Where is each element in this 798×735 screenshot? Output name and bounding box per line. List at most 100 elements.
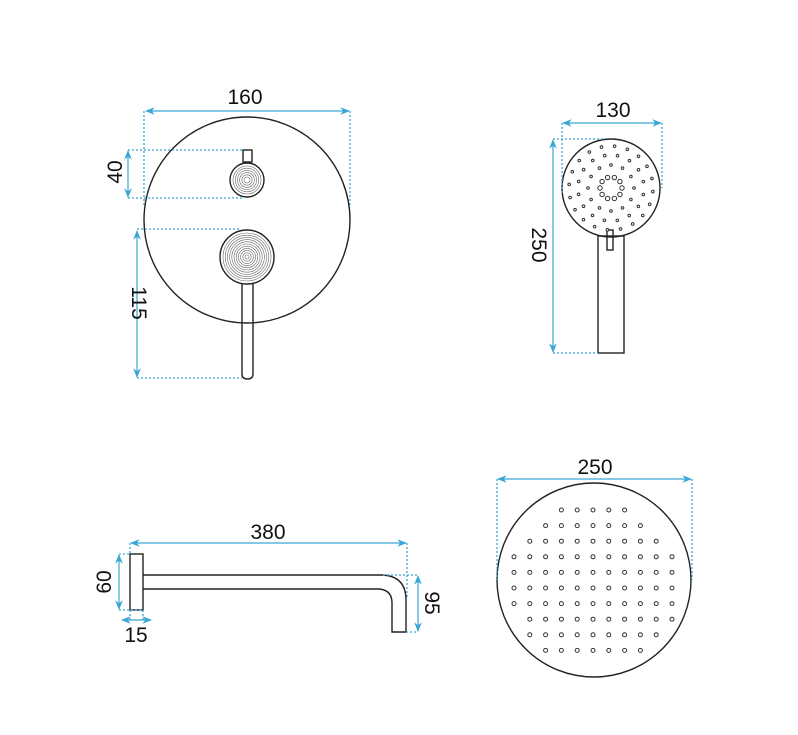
nozzle xyxy=(558,632,564,638)
knob-ring xyxy=(243,176,251,184)
knob-rim xyxy=(219,229,275,285)
diverter-knob xyxy=(229,162,265,198)
nozzle xyxy=(558,507,564,513)
knob-ring xyxy=(224,234,270,280)
mixer-plate xyxy=(143,116,351,324)
nozzle xyxy=(669,569,675,575)
nozzle xyxy=(645,164,649,169)
nozzle xyxy=(558,601,564,607)
nozzle xyxy=(618,227,623,231)
nozzle xyxy=(567,182,571,187)
nozzle xyxy=(599,178,605,185)
nozzle xyxy=(558,585,564,591)
nozzle xyxy=(574,554,580,560)
nozzle xyxy=(606,538,612,544)
nozzle xyxy=(615,218,620,223)
nozzle xyxy=(627,158,632,163)
nozzle xyxy=(622,585,628,591)
nozzle xyxy=(597,206,602,210)
nozzle xyxy=(543,554,549,560)
nozzle xyxy=(597,166,602,170)
dim-label-380: 380 xyxy=(250,521,285,544)
nozzle xyxy=(653,538,659,544)
nozzle xyxy=(527,616,533,622)
nozzle xyxy=(527,632,533,638)
nozzle xyxy=(669,554,675,560)
shower-arm xyxy=(143,574,407,633)
dim-label-115: 115 xyxy=(127,286,150,319)
nozzle xyxy=(622,616,628,622)
nozzle xyxy=(511,569,517,575)
nozzle xyxy=(543,647,549,653)
nozzle xyxy=(527,554,533,560)
nozzle xyxy=(558,523,564,529)
nozzle xyxy=(605,228,610,232)
hand-shower-handle xyxy=(597,235,625,354)
nozzle xyxy=(637,601,643,607)
nozzle xyxy=(637,538,643,544)
nozzle xyxy=(590,632,596,638)
nozzle xyxy=(606,554,612,560)
nozzle xyxy=(609,163,613,167)
nozzle xyxy=(581,204,586,209)
knob-ring xyxy=(244,254,250,260)
nozzle xyxy=(617,178,623,185)
nozzle xyxy=(574,507,580,513)
knob-ring xyxy=(239,172,255,188)
nozzle xyxy=(558,538,564,544)
nozzle xyxy=(641,179,646,184)
nozzle xyxy=(609,209,613,213)
dim-label-250-hand: 250 xyxy=(527,227,550,262)
nozzle xyxy=(617,191,623,198)
mixer-knob xyxy=(219,229,275,285)
dim-label-40: 40 xyxy=(104,160,127,183)
hand-shower-button xyxy=(606,229,614,251)
nozzle xyxy=(622,554,628,560)
nozzle xyxy=(604,174,611,181)
hand-shower-drawing: 130 250 xyxy=(527,99,663,354)
nozzle xyxy=(641,192,646,197)
nozzle xyxy=(636,167,641,172)
nozzle xyxy=(606,616,612,622)
nozzle xyxy=(622,632,628,638)
knob-ring xyxy=(234,167,260,193)
nozzle xyxy=(637,585,643,591)
nozzle xyxy=(599,191,605,198)
nozzle xyxy=(612,144,617,148)
nozzle xyxy=(568,195,572,200)
nozzle xyxy=(647,202,652,207)
nozzle xyxy=(650,176,654,181)
nozzle xyxy=(619,185,625,191)
nozzle xyxy=(558,616,564,622)
knob-ring xyxy=(235,245,259,269)
nozzle xyxy=(586,186,590,190)
nozzle xyxy=(651,189,655,194)
nozzle xyxy=(590,554,596,560)
knob-ring xyxy=(241,174,253,186)
nozzle xyxy=(653,585,659,591)
nozzle xyxy=(590,507,596,513)
nozzle xyxy=(629,197,633,202)
nozzle xyxy=(637,554,643,560)
nozzle xyxy=(622,538,628,544)
nozzle xyxy=(581,167,586,172)
nozzle xyxy=(669,601,675,607)
nozzle xyxy=(606,632,612,638)
shower-arm-drawing: 380 60 15 95 xyxy=(93,521,443,647)
nozzle xyxy=(570,169,575,174)
nozzle xyxy=(590,569,596,575)
nozzle xyxy=(620,206,625,210)
nozzle xyxy=(574,523,580,529)
nozzle xyxy=(597,185,603,191)
nozzle xyxy=(632,186,636,190)
nozzle xyxy=(615,153,620,158)
nozzle xyxy=(622,507,628,513)
nozzle xyxy=(669,616,675,622)
dim-label-250-rain: 250 xyxy=(577,456,612,479)
nozzle xyxy=(630,222,635,226)
nozzle xyxy=(558,647,564,653)
nozzle xyxy=(543,601,549,607)
nozzle xyxy=(590,601,596,607)
diverter-stem xyxy=(242,149,253,163)
nozzle xyxy=(527,538,533,544)
